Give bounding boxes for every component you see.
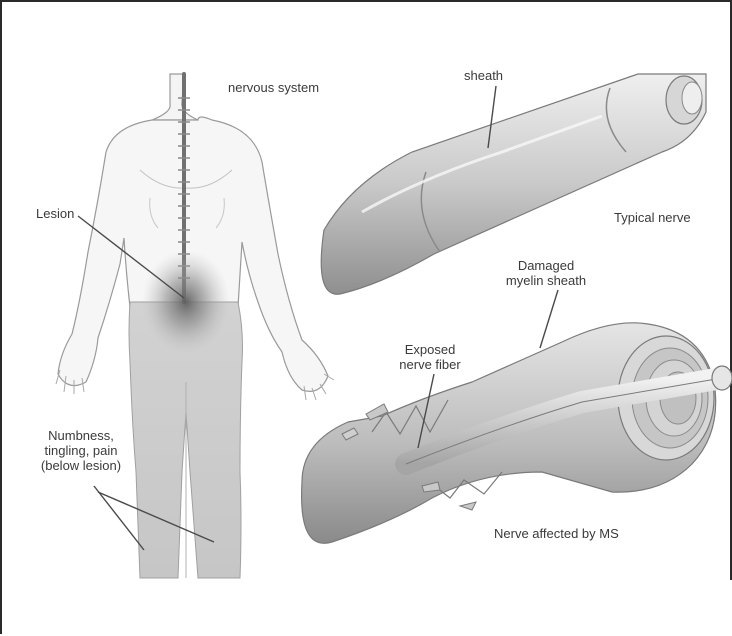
label-sheath: sheath	[464, 68, 503, 83]
human-body	[56, 74, 334, 578]
label-lesion: Lesion	[36, 206, 74, 221]
label-nervous-system: nervous system	[228, 80, 319, 95]
label-nerve-affected-by-ms: Nerve affected by MS	[494, 526, 619, 541]
label-numbness: Numbness, tingling, pain (below lesion)	[26, 428, 136, 473]
label-damaged-myelin-sheath: Damaged myelin sheath	[490, 258, 602, 288]
damaged-nerve	[302, 290, 732, 543]
label-exposed-nerve-fiber: Exposed nerve fiber	[382, 342, 478, 372]
label-typical-nerve: Typical nerve	[614, 210, 691, 225]
lesion-spot	[142, 250, 230, 354]
